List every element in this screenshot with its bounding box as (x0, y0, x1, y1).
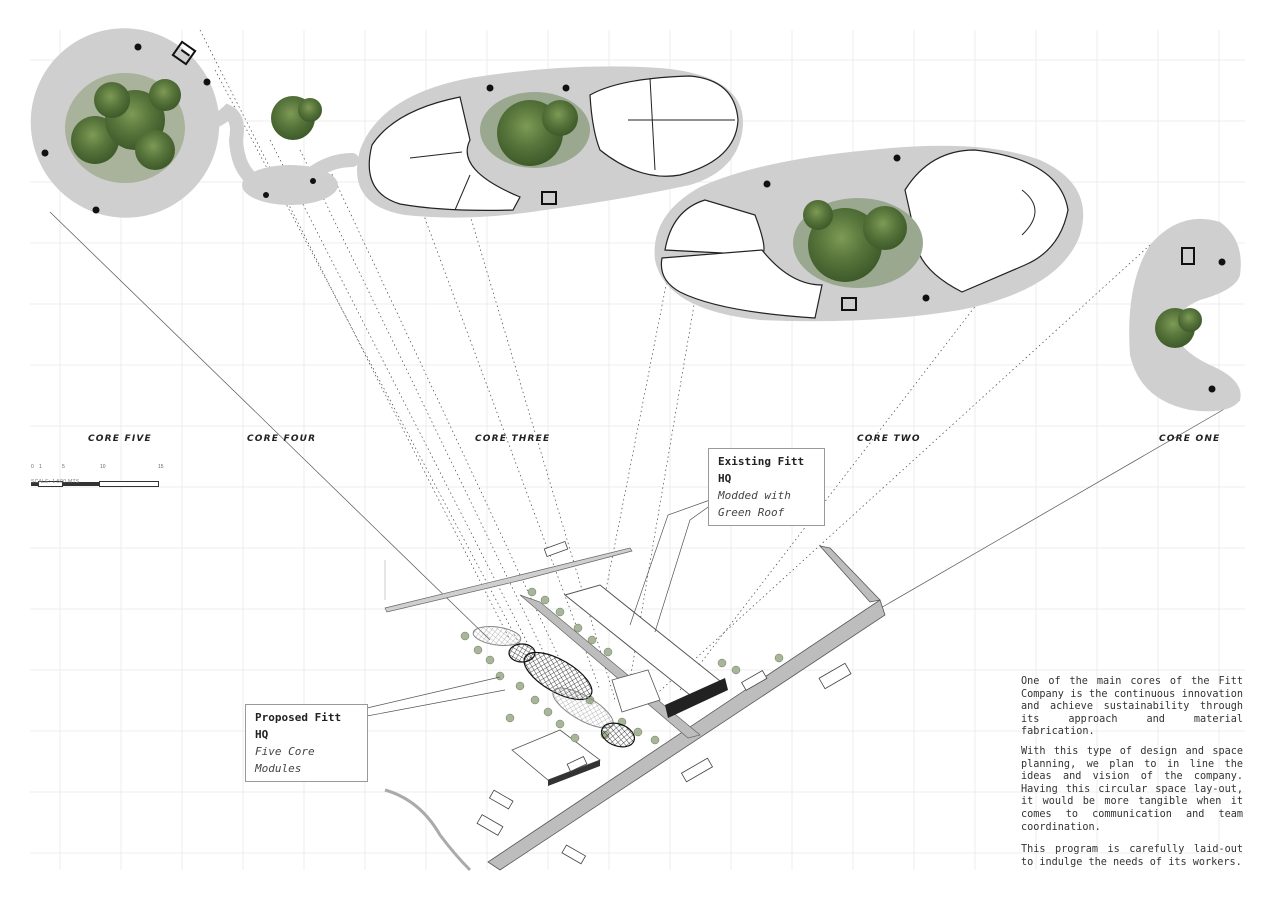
core-two-label: CORE TWO (857, 434, 921, 444)
side-road (384, 547, 633, 613)
background-grid (30, 30, 1245, 870)
existing-hq-callout: Existing Fitt HQ Modded with Green Roof (708, 448, 825, 526)
projection-lines (49, 29, 1241, 701)
core-three-label: CORE THREE (475, 434, 551, 444)
core-five-stair-icon (171, 40, 197, 66)
scale-tick-0: 0 (31, 464, 34, 470)
scale-tick-10: 10 (100, 464, 106, 470)
core-three-plan (357, 66, 744, 218)
core-five-plan (30, 28, 220, 218)
description-paragraph-2: With this type of design and space plann… (1021, 746, 1243, 833)
core-two-plan (654, 145, 1084, 322)
core-one-plan (1129, 218, 1241, 412)
site-axonometric (366, 499, 886, 872)
proposed-hq-subtitle: Five Core Modules (255, 745, 315, 775)
proposed-hq-modules (472, 625, 636, 748)
core-three-research-area (589, 75, 739, 177)
scale-tick-15: 15 (158, 464, 164, 470)
existing-hq-subtitle-2: Green Roof (718, 506, 785, 519)
scale-caption: SCALE: 1:500 MTS (31, 479, 80, 485)
scale-bar-graphic (31, 473, 159, 487)
core-two-office-area (904, 149, 1069, 293)
proposed-hq-callout: Proposed Fitt HQ Five Core Modules (245, 704, 368, 782)
core-five-trees (71, 79, 181, 170)
core-four-label: CORE FOUR (247, 434, 317, 444)
description-paragraph-1: One of the main cores of the Fitt Compan… (1021, 676, 1243, 738)
scale-tick-5: 5 (62, 464, 65, 470)
description-paragraph-3: This program is carefully laid-out to in… (1021, 844, 1243, 868)
existing-hq-title: Existing Fitt HQ (718, 455, 805, 485)
existing-hq-subtitle-1: Modded with (718, 489, 791, 502)
scale-tick-1: 1 (39, 464, 42, 470)
proposed-hq-title: Proposed Fitt HQ (255, 711, 342, 741)
core-four-plan (242, 96, 338, 205)
core-five-label: CORE FIVE (88, 434, 152, 444)
core-one-label: CORE ONE (1159, 434, 1221, 444)
